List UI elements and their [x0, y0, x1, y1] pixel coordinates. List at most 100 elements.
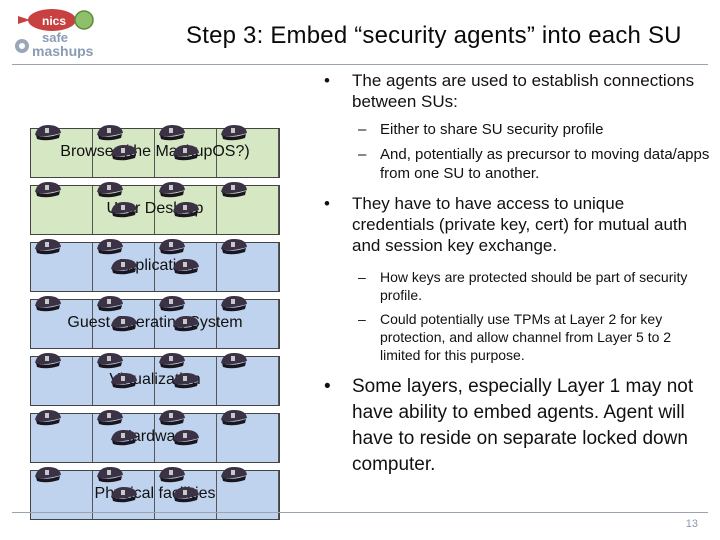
layer-cell [155, 125, 217, 177]
bullet-2-sub-2: – Could potentially use TPMs at Layer 2 … [358, 311, 672, 363]
safe-mashups-logo: nics safe mashups [15, 9, 94, 58]
police-hat-icon [109, 428, 139, 450]
police-hat-icon [157, 294, 187, 316]
layer-label: Application [115, 257, 195, 274]
logo-globe [74, 10, 94, 30]
police-hat-icon [157, 408, 187, 430]
layer-cell [155, 182, 217, 234]
logo-tag: nics [42, 14, 66, 28]
layer-cell [93, 125, 155, 177]
layer-cell [93, 353, 155, 405]
police-hat-icon [33, 180, 63, 202]
police-hat-icon [33, 294, 63, 316]
bullet-1-sub-2-text: And, potentially as precursor to moving … [380, 146, 710, 182]
police-hat-icon [171, 371, 201, 393]
police-hat-icon [171, 314, 201, 336]
layer-cell [31, 125, 93, 177]
bullet-1-sub-2: – And, potentially as precursor to movin… [358, 146, 710, 182]
logo-line2: mashups [32, 43, 94, 58]
page-number: 13 [685, 518, 698, 530]
police-hat-icon [219, 351, 249, 373]
layer-cell [217, 125, 279, 177]
police-hat-icon [33, 123, 63, 145]
police-hat-icon [109, 314, 139, 336]
layer-label: Guest Operating System [67, 314, 243, 331]
layer-row: Hardware [30, 410, 280, 463]
police-hat-icon [109, 200, 139, 222]
bullet-2-sub-1: – How keys are protected should be part … [358, 269, 688, 303]
police-hat-icon [95, 180, 125, 202]
police-hat-icon [95, 123, 125, 145]
layer-label: Physical facilities [94, 485, 216, 502]
layer-cell [93, 296, 155, 348]
police-hat-icon [109, 257, 139, 279]
police-hat-icon [219, 237, 249, 259]
layer-cell [93, 467, 155, 519]
police-hat-icon [109, 485, 139, 507]
police-hat-icon [33, 408, 63, 430]
logo-flame-left [18, 16, 30, 24]
logo-line1: safe [42, 30, 68, 45]
bullet-1-sub-1-text: Either to share SU security profile [380, 121, 604, 138]
layer-cell [155, 296, 217, 348]
layer-label: Browser (the MashupOS?) [60, 143, 250, 160]
police-hat-icon [95, 351, 125, 373]
layer-cell [31, 467, 93, 519]
bullet-list: • The agents are used to establish conne… [318, 70, 710, 486]
layer-cell [31, 410, 93, 462]
police-hat-icon [33, 237, 63, 259]
bullet-3: • Some layers, especially Layer 1 may no… [324, 376, 694, 475]
bullet-2-sub-1-text: How keys are protected should be part of… [380, 269, 688, 303]
title-divider [12, 64, 708, 65]
police-hat-icon [33, 465, 63, 487]
layer-row: Guest Operating System [30, 296, 280, 349]
police-hat-icon [219, 408, 249, 430]
layer-cell [93, 182, 155, 234]
layer-label: User Desktop [106, 200, 204, 217]
layer-row: Application [30, 239, 280, 292]
bullet-1-text: The agents are used to establish connect… [352, 71, 695, 111]
layer-cell [31, 296, 93, 348]
layer-row: Browser (the MashupOS?) [30, 125, 280, 178]
layer-cell [217, 182, 279, 234]
layer-row: Virtualization [30, 353, 280, 406]
layer-label: Virtualization [109, 371, 201, 388]
bullet-3-text: Some layers, especially Layer 1 may not … [352, 376, 694, 475]
police-hat-icon [219, 180, 249, 202]
layer-cell [93, 239, 155, 291]
police-hat-icon [109, 143, 139, 165]
layer-cell [217, 467, 279, 519]
logo-red-blob [28, 9, 76, 31]
bullet-2-sub-2-text: Could potentially use TPMs at Layer 2 fo… [380, 311, 672, 363]
layer-row: User Desktop [30, 182, 280, 235]
layer-cell [155, 353, 217, 405]
slide-title: Step 3: Embed “security agents” into eac… [186, 22, 682, 49]
layer-cell [217, 296, 279, 348]
police-hat-icon [95, 237, 125, 259]
layer-cell [155, 467, 217, 519]
police-hat-icon [171, 143, 201, 165]
layer-label: Hardware [120, 428, 190, 445]
police-hat-icon [95, 408, 125, 430]
police-hat-icon [33, 351, 63, 373]
police-hat-icon [171, 257, 201, 279]
layer-cell [31, 239, 93, 291]
police-hat-icon [219, 465, 249, 487]
police-hat-icon [109, 371, 139, 393]
police-hat-icon [95, 294, 125, 316]
police-hat-icon [157, 237, 187, 259]
footer-divider [12, 512, 708, 513]
police-hat-icon [171, 200, 201, 222]
bullet-2-text: They have to have access to unique crede… [352, 194, 688, 255]
bullet-2: • They have to have access to unique cre… [324, 194, 688, 255]
bullet-1: • The agents are used to establish conne… [324, 71, 695, 111]
layer-cell [155, 239, 217, 291]
layer-cell [31, 182, 93, 234]
layer-cell [217, 353, 279, 405]
layer-cell [31, 353, 93, 405]
layer-row: Physical facilities [30, 467, 280, 520]
police-hat-icon [171, 485, 201, 507]
police-hat-icon [157, 180, 187, 202]
police-hat-icon [157, 123, 187, 145]
